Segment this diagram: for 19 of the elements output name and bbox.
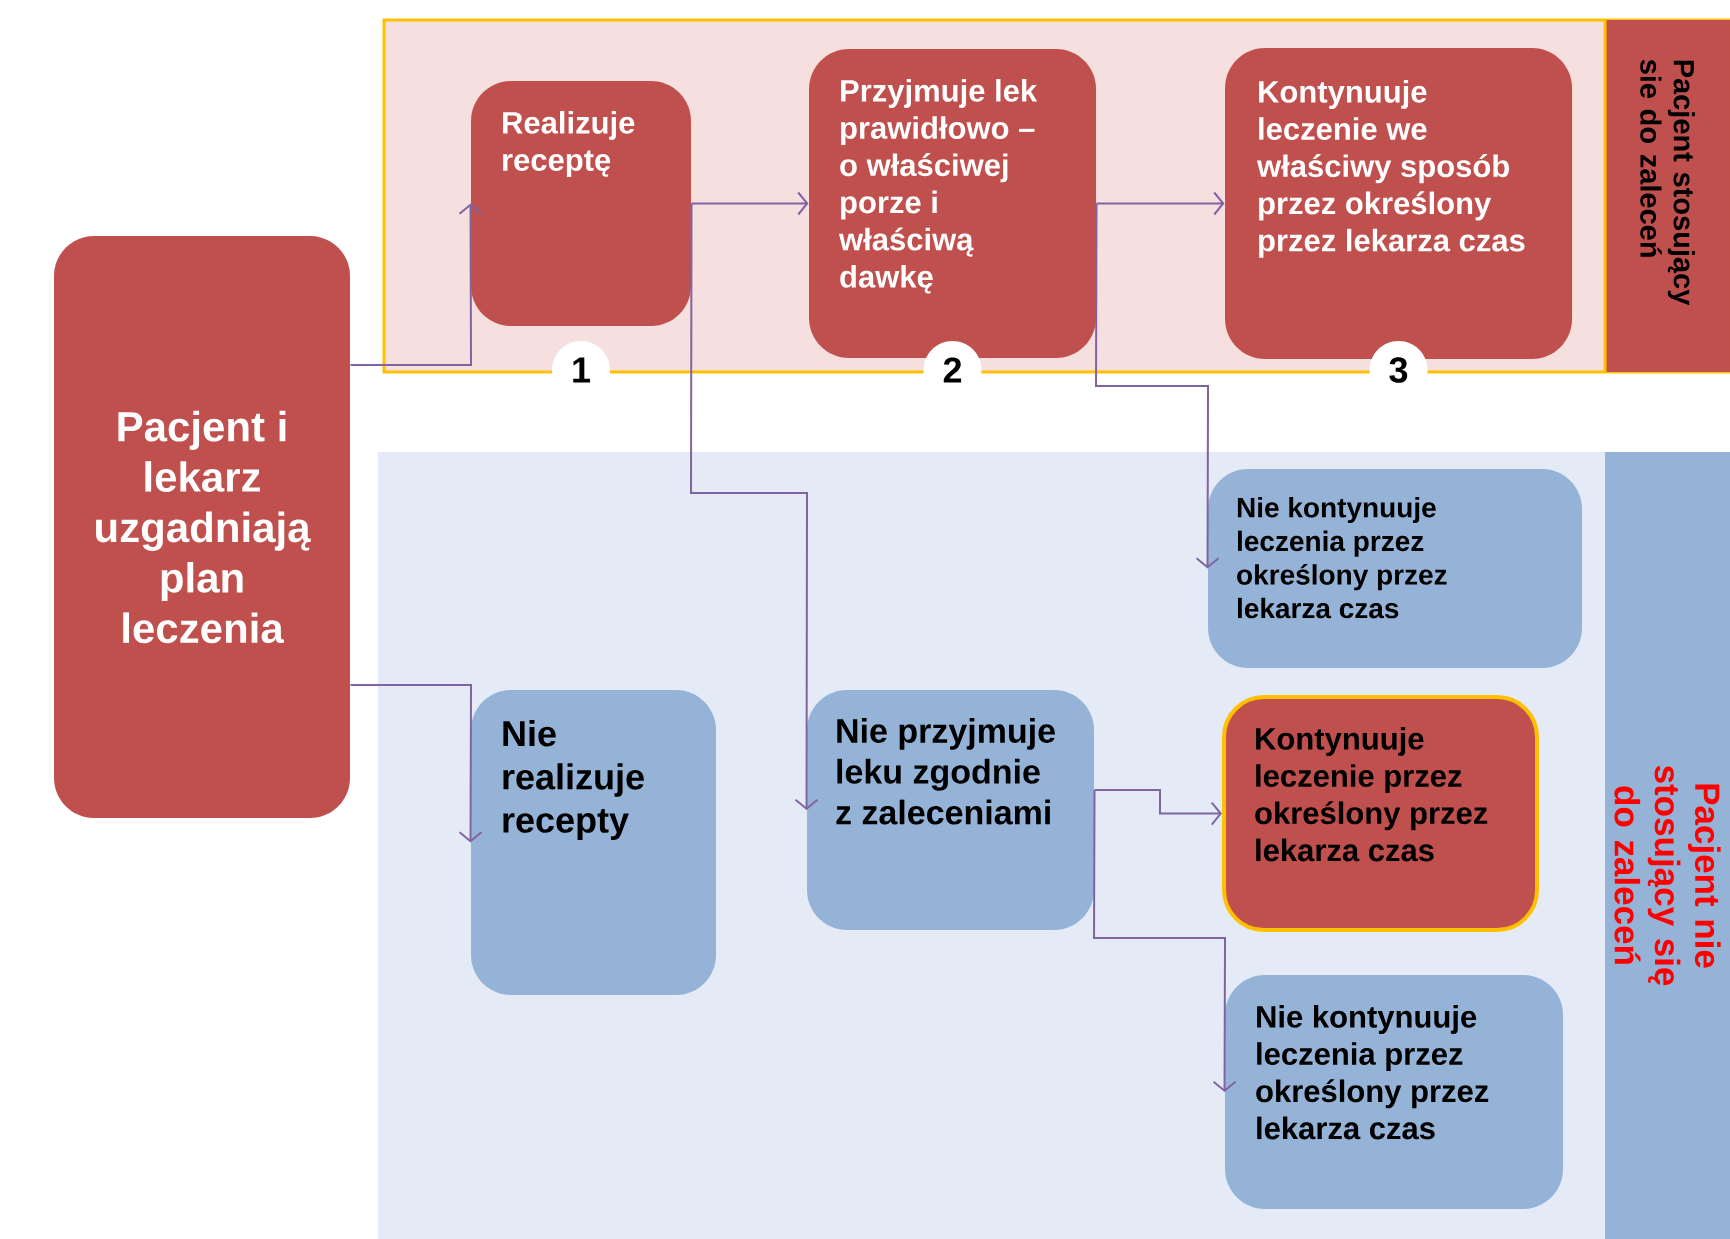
arrow xyxy=(690,202,819,810)
arrow xyxy=(1093,789,1237,1092)
process-box: Realizuje receptę xyxy=(471,81,691,326)
arrow xyxy=(1093,789,1223,826)
process-box: Nie przyjmuje leku zgodnie z zaleceniami xyxy=(807,690,1094,930)
arrow xyxy=(1095,202,1220,569)
process-box: Kontynuuje leczenie przez określony przez lekarza czas xyxy=(1222,695,1540,932)
process-box: Pacjent i lekarz uzgadniają plan leczenia xyxy=(54,236,350,818)
arrow xyxy=(690,191,809,216)
arrow xyxy=(349,684,483,843)
number-badge: 2 xyxy=(923,341,982,399)
process-box: Nie realizuje recepty xyxy=(471,690,716,995)
number-badge: 1 xyxy=(552,341,610,399)
arrow xyxy=(1095,191,1225,216)
process-box: Przyjmuje lek prawidłowo – o właściwej porze i właściwą dawkę xyxy=(809,49,1096,358)
process-box: Nie kontynuuje leczenia przez określony przez lekarza czas xyxy=(1225,975,1564,1209)
process-box: Nie kontynuuje leczenia przez określony przez lekarza czas xyxy=(1208,469,1582,668)
arrow xyxy=(349,203,483,366)
number-badge: 3 xyxy=(1369,341,1428,399)
